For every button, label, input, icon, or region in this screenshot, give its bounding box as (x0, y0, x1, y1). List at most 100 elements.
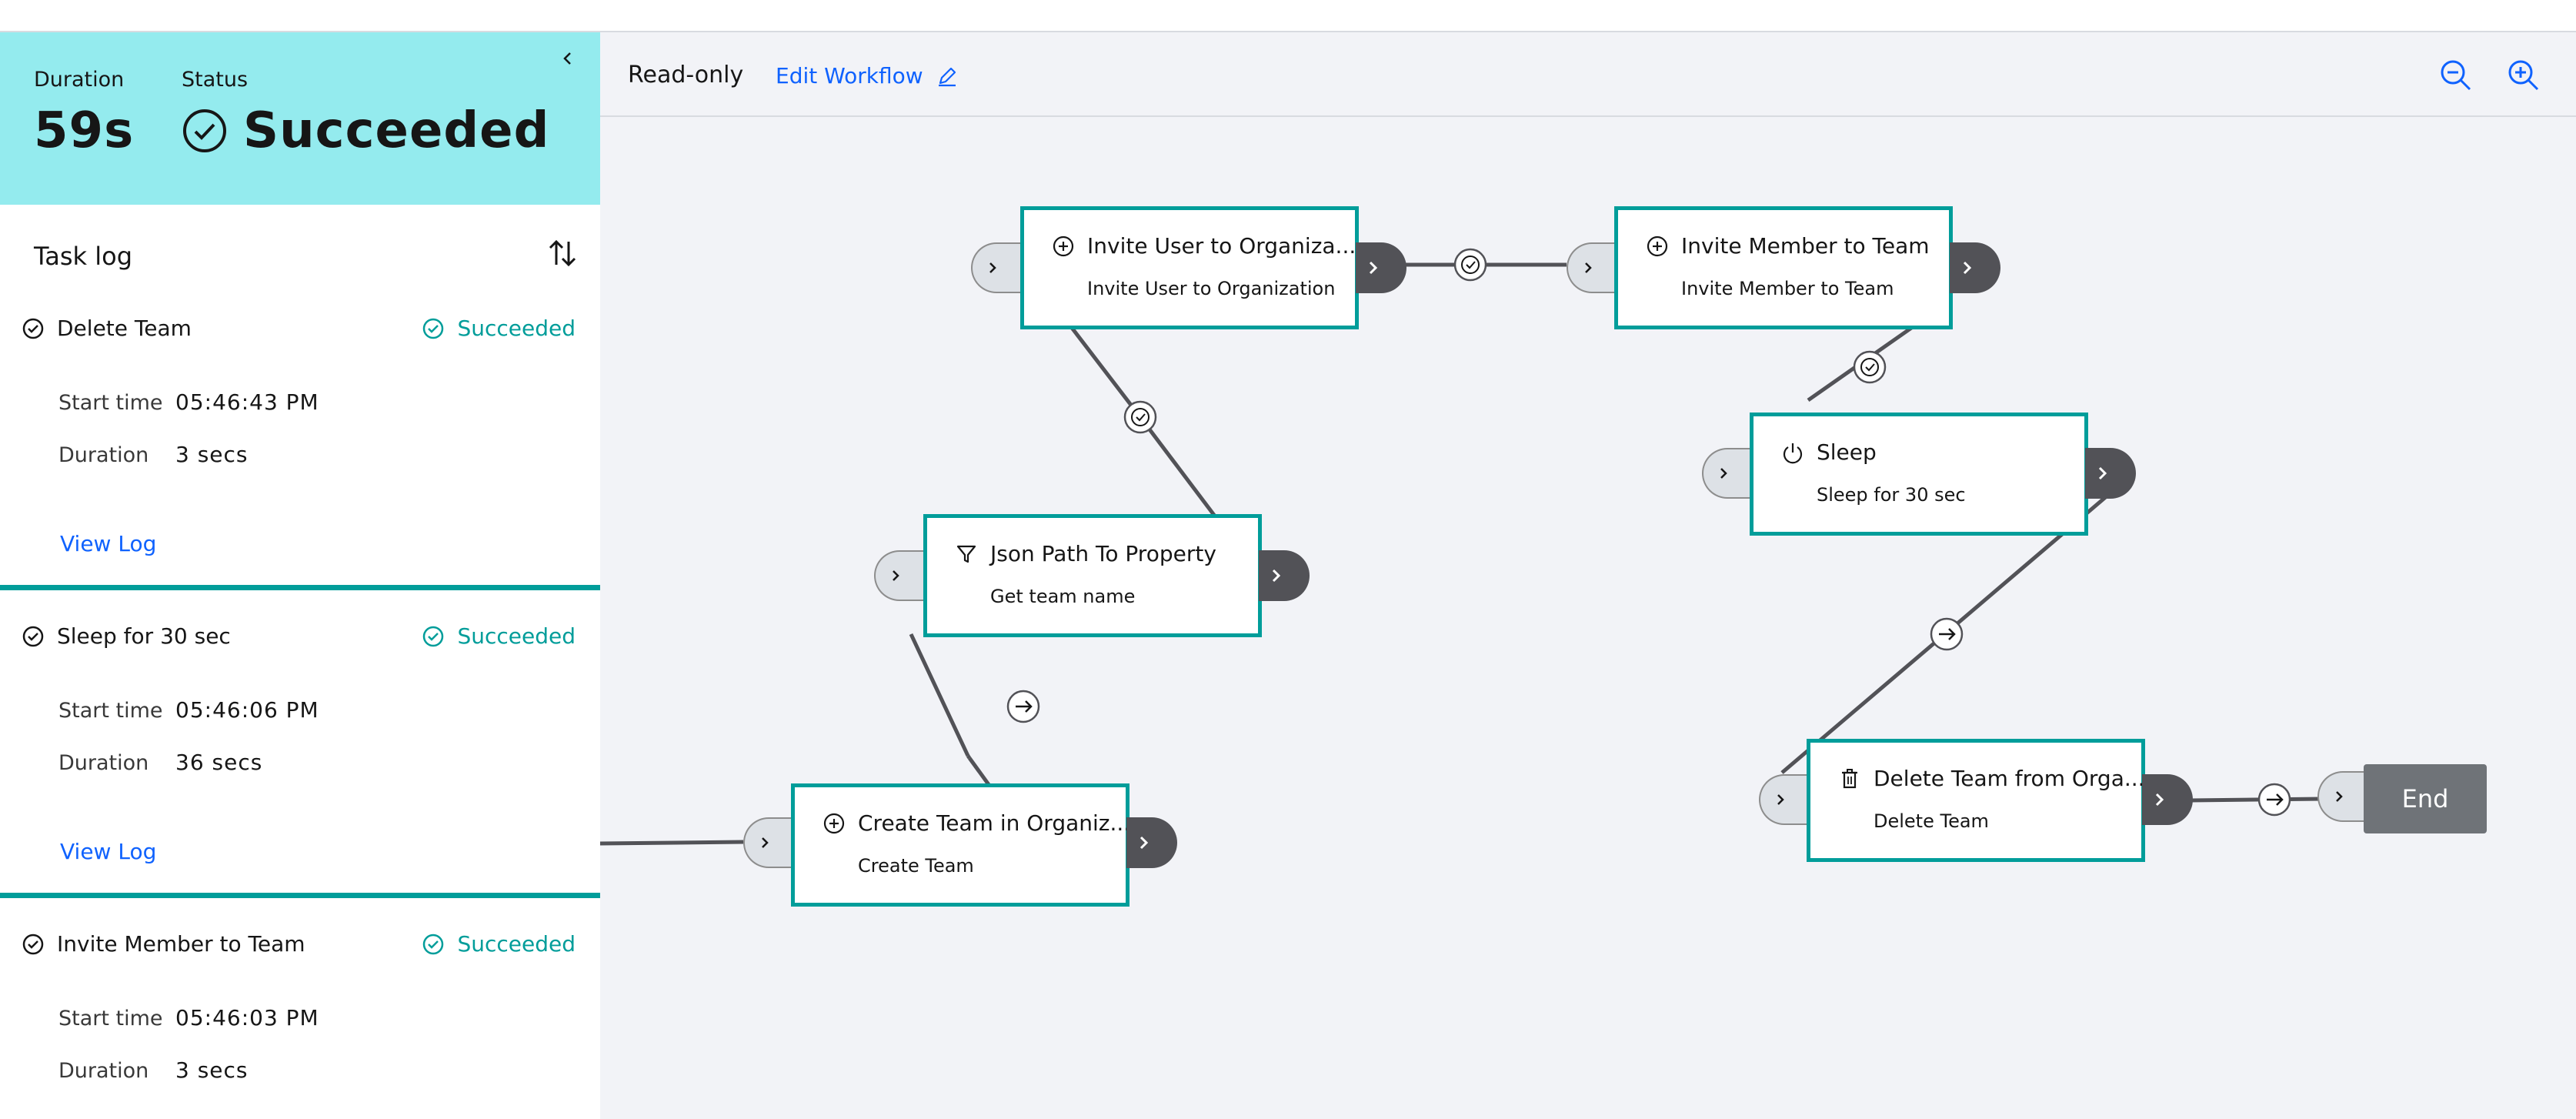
task-log-title: Task log (34, 242, 133, 271)
chevron-right-icon (1585, 262, 1592, 273)
start-time-value: 05:46:43 PM (175, 389, 319, 415)
workflow-canvas[interactable]: Invite User to Organiza... Invite User t… (600, 32, 2576, 1119)
duration-value: 59s (34, 102, 135, 159)
success-connector-icon (1123, 400, 1157, 434)
chevron-right-icon (893, 570, 899, 581)
node-title: Sleep (1817, 439, 1877, 465)
input-port[interactable] (1567, 242, 1620, 293)
node-subtitle: Create Team (858, 855, 974, 877)
workflow-node-delete-team[interactable]: Delete Team from Orga... Delete Team (1807, 739, 2145, 862)
output-port[interactable] (1126, 817, 1177, 868)
connector-line (600, 840, 744, 846)
output-port[interactable] (2085, 448, 2136, 499)
chevron-right-icon (989, 262, 996, 273)
status-value: Succeeded (243, 102, 550, 159)
edit-workflow-label: Edit Workflow (776, 63, 923, 89)
read-only-label: Read-only (628, 62, 744, 89)
task-name: Sleep for 30 sec (57, 623, 231, 649)
node-title: Invite Member to Team (1681, 233, 1930, 259)
view-log-link[interactable]: View Log (60, 839, 157, 864)
input-port[interactable] (743, 817, 797, 868)
start-time-value: 05:46:03 PM (175, 1005, 319, 1030)
add-circle-icon (1053, 235, 1074, 256)
task-log-item: Delete Team Succeeded Start time 05:46:4… (0, 316, 600, 623)
node-title: Create Team in Organiz... (858, 810, 1131, 836)
duration-label: Duration (34, 68, 125, 92)
run-summary: Duration 59s Status Succeeded (0, 32, 600, 205)
task-status-text: Succeeded (457, 316, 576, 341)
workflow-node-invite-user[interactable]: Invite User to Organiza... Invite User t… (1020, 206, 1359, 329)
chevron-right-icon (1720, 468, 1727, 479)
checkmark-circle-icon (183, 109, 226, 152)
collapse-panel-button[interactable] (552, 43, 583, 74)
arrow-connector-icon (1006, 690, 1040, 723)
connector-line (1068, 323, 1142, 419)
checkmark-circle-icon (423, 626, 444, 646)
zoom-out-icon[interactable] (2438, 57, 2473, 92)
status-label: Status (182, 68, 249, 92)
task-status: Succeeded (422, 316, 576, 341)
input-port[interactable] (1702, 448, 1756, 499)
input-port[interactable] (1759, 774, 1813, 825)
workflow-node-json-path[interactable]: Json Path To Property Get team name (923, 514, 1262, 637)
input-port[interactable] (971, 242, 1025, 293)
node-title-row: Delete Team from Orga... (1838, 766, 2145, 791)
task-log-item: Sleep for 30 sec Succeeded Start time 05… (0, 623, 600, 931)
chevron-right-icon (2155, 793, 2164, 807)
node-subtitle: Get team name (990, 586, 1136, 607)
arrow-connector-icon (1930, 617, 1964, 651)
zoom-in-icon[interactable] (2505, 57, 2541, 92)
input-port[interactable] (874, 550, 928, 601)
end-node[interactable]: End (2364, 764, 2487, 833)
duration-label: Duration (58, 443, 149, 467)
workflow-node-invite-member[interactable]: Invite Member to Team Invite Member to T… (1614, 206, 1953, 329)
node-title-row: Invite Member to Team (1646, 233, 1930, 259)
task-status-text: Succeeded (457, 623, 576, 649)
workflow-node-sleep[interactable]: Sleep Sleep for 30 sec (1750, 413, 2088, 536)
node-title-row: Invite User to Organiza... (1052, 233, 1356, 259)
start-time-label: Start time (58, 391, 163, 415)
task-name-row: Delete Team (22, 316, 192, 341)
node-title-row: Create Team in Organiz... (823, 810, 1130, 836)
start-time-label: Start time (58, 1007, 163, 1030)
task-log-header: Task log (0, 205, 600, 285)
edit-pencil-icon (938, 67, 956, 86)
workflow-node-create-team[interactable]: Create Team in Organiz... Create Team (791, 783, 1130, 907)
task-name-row: Invite Member to Team (22, 931, 305, 957)
status-value-row: Succeeded (182, 102, 549, 159)
task-name-row: Sleep for 30 sec (22, 623, 231, 649)
checkmark-circle-icon (423, 318, 444, 339)
add-circle-icon (1647, 235, 1668, 256)
connector-line (966, 754, 972, 760)
edit-workflow-link[interactable]: Edit Workflow (776, 63, 959, 89)
output-port[interactable] (1950, 242, 2000, 293)
node-subtitle: Delete Team (1874, 810, 1989, 832)
task-name: Invite Member to Team (57, 931, 305, 957)
chevron-right-icon (1140, 836, 1149, 850)
input-port[interactable] (2317, 771, 2371, 822)
canvas-toolbar: Read-only Edit Workflow (600, 32, 2576, 117)
task-divider (0, 585, 600, 590)
checkmark-circle-icon (22, 626, 44, 646)
start-time-label: Start time (58, 699, 163, 723)
output-port[interactable] (1259, 550, 1310, 601)
power-icon (1783, 443, 1803, 463)
task-log-item: Invite Member to Team Succeeded Start ti… (0, 931, 600, 1119)
checkmark-circle-icon (423, 934, 444, 954)
add-circle-icon (823, 813, 845, 833)
chevron-right-icon (2098, 466, 2107, 480)
view-log-link[interactable]: View Log (60, 531, 157, 556)
node-subtitle: Invite Member to Team (1681, 278, 1894, 299)
node-title: Invite User to Organiza... (1087, 233, 1356, 259)
duration-value: 3 secs (175, 1057, 249, 1083)
run-details-panel: Duration 59s Status Succeeded Task log (0, 32, 600, 1119)
trash-icon (1842, 768, 1857, 788)
chevron-right-icon (1369, 261, 1378, 275)
output-port[interactable] (2142, 774, 2193, 825)
duration-value: 3 secs (175, 442, 249, 467)
node-title: Json Path To Property (990, 541, 1216, 566)
sort-icon[interactable] (545, 235, 580, 271)
checkmark-circle-icon (22, 318, 44, 339)
status-summary: Status Succeeded (182, 68, 549, 159)
output-port[interactable] (1356, 242, 1406, 293)
